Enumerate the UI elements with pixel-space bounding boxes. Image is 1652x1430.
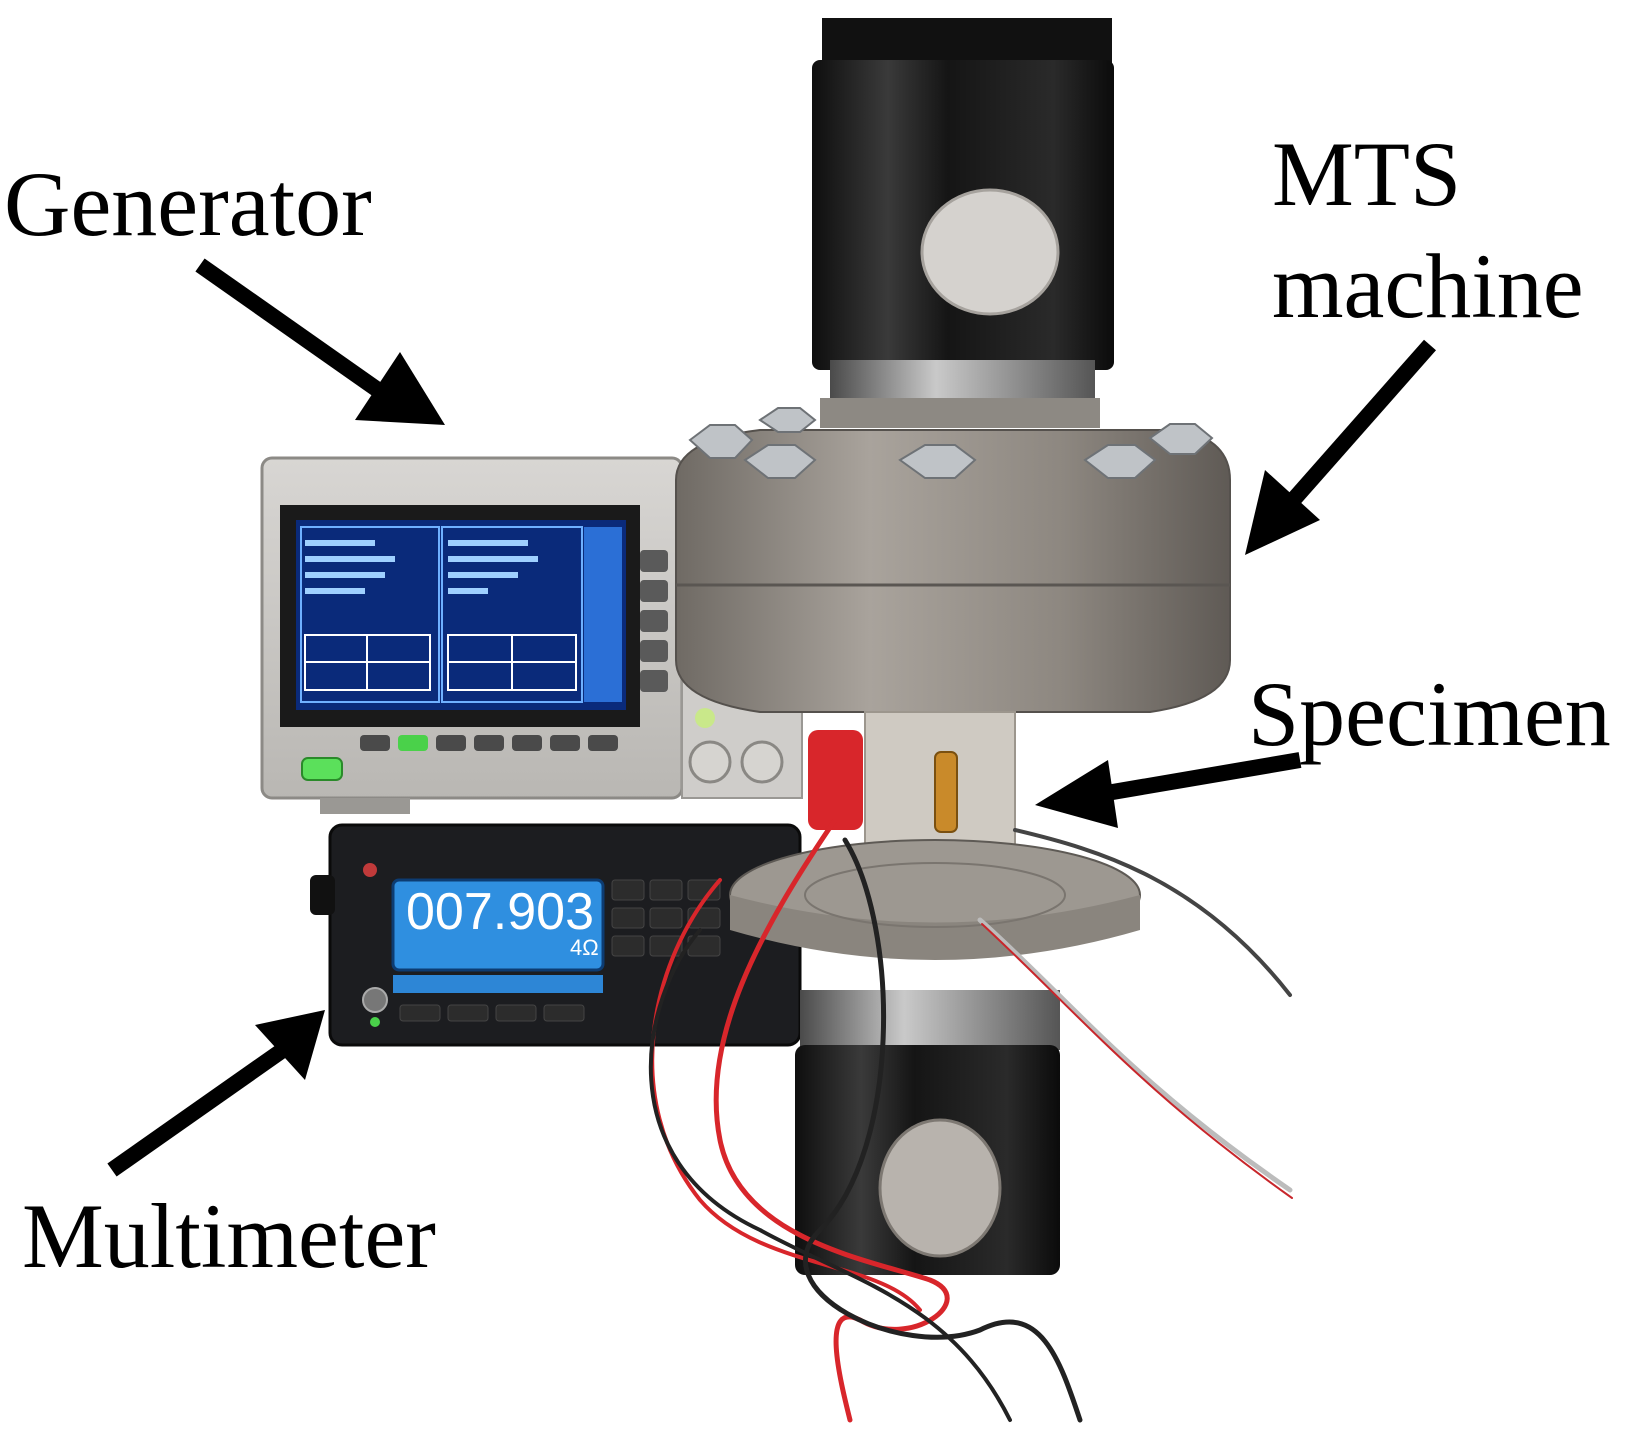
generator-side-buttons <box>640 550 668 692</box>
multimeter-screen <box>391 878 605 972</box>
label-mts-line2: machine <box>1272 235 1584 337</box>
multimeter-power-button <box>362 987 388 1013</box>
gauge-lead-white <box>977 917 1293 1193</box>
mts-top-pin <box>920 188 1060 316</box>
arrow-mts <box>1245 339 1436 555</box>
mts-machine <box>675 18 1231 1275</box>
label-generator: Generator <box>4 153 372 255</box>
multimeter-device <box>310 823 802 1047</box>
wires <box>648 817 1293 1423</box>
red-wire <box>713 817 950 1423</box>
mts-lower-collar <box>800 990 1060 1050</box>
arrow-generator <box>195 258 445 425</box>
mts-top-collar <box>830 360 1095 400</box>
generator-power-button <box>301 757 343 781</box>
multimeter-reading: 007.903 <box>406 883 594 941</box>
multimeter-unit: 4Ω <box>570 935 599 960</box>
strain-gauge <box>934 751 958 833</box>
mts-lower-pin <box>878 1118 1002 1258</box>
arrow-specimen <box>1035 752 1302 828</box>
label-specimen: Specimen <box>1248 663 1611 765</box>
flange-bolts <box>688 407 1214 479</box>
label-multimeter: Multimeter <box>22 1185 436 1287</box>
black-wire-2 <box>648 928 1012 1422</box>
generator-soft-buttons <box>360 735 618 751</box>
red-wire-2 <box>650 878 922 1312</box>
generator-screen <box>296 520 626 710</box>
label-mts-line1: MTS <box>1272 123 1462 225</box>
gauge-lead-grey <box>1013 828 1292 997</box>
red-clip <box>808 730 863 830</box>
black-wire <box>803 837 1083 1423</box>
arrow-multimeter <box>107 1010 325 1177</box>
annotation-arrows <box>107 258 1436 1177</box>
